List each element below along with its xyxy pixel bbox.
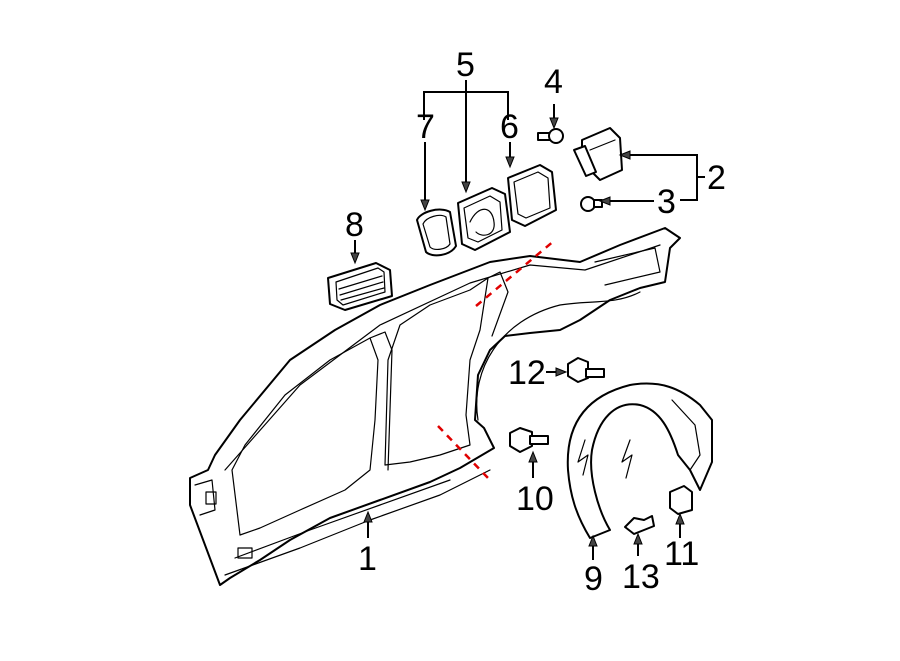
callout-1: 1 [358, 540, 377, 578]
body-side-panel [189, 227, 681, 586]
callout-6: 6 [500, 108, 519, 146]
callout-9: 9 [584, 560, 603, 598]
screw [537, 128, 564, 144]
leader-lines [350, 80, 705, 560]
seal [416, 208, 457, 257]
callout-4: 4 [544, 63, 563, 101]
callout-7: 7 [416, 108, 435, 146]
callout-13: 13 [622, 558, 660, 596]
fuel-door-housing [573, 127, 623, 181]
callout-5: 5 [456, 46, 475, 84]
callout-3: 3 [657, 183, 676, 221]
callout-12: 12 [508, 354, 546, 392]
bolt-10 [509, 427, 549, 453]
fuel-door-buffer [580, 196, 603, 212]
bolt-12 [567, 357, 605, 383]
clip-11 [669, 485, 693, 515]
fuel-housing-outer [507, 164, 557, 227]
fuel-door-pocket [457, 187, 511, 251]
callout-2: 2 [707, 159, 726, 197]
wheelhouse-liner [566, 382, 713, 539]
push-pin-13 [624, 515, 655, 535]
air-vent [327, 262, 393, 311]
callout-8: 8 [345, 206, 364, 244]
callout-11: 11 [664, 535, 699, 573]
callout-10: 10 [516, 480, 554, 518]
